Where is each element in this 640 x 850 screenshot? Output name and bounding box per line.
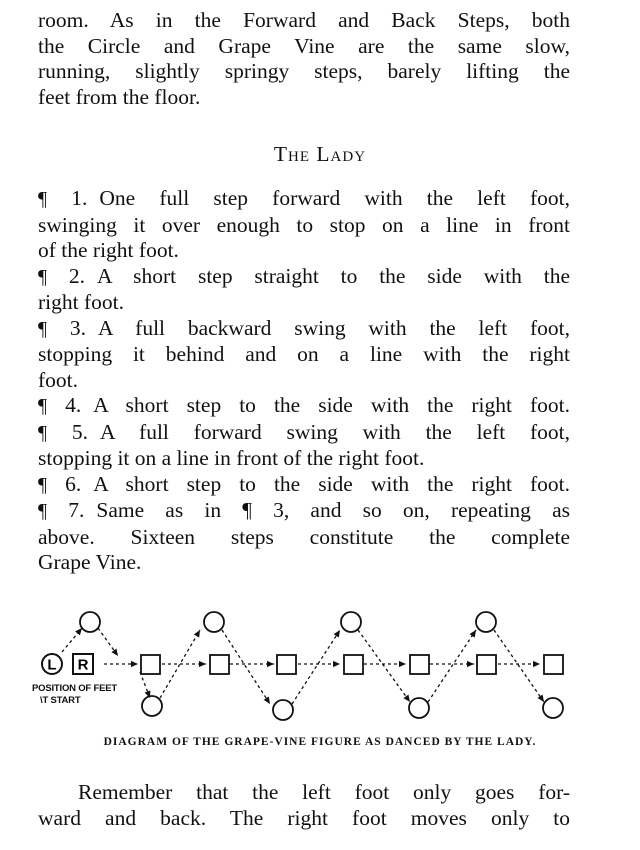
closing-line: ward and back. The right foot moves only… xyxy=(38,805,570,830)
step-text: Grape Vine. xyxy=(38,550,142,574)
step-number: 2. xyxy=(68,263,85,288)
left-marker-letter: L xyxy=(47,657,56,674)
grape-vine-diagram: L R xyxy=(41,611,564,721)
left-foot-start-marker xyxy=(41,653,63,675)
step-text: of the right foot. xyxy=(38,238,179,262)
left-foot-position-circle xyxy=(340,611,362,633)
step-text: A short step straight to the side with t… xyxy=(97,263,571,288)
path-segment xyxy=(493,629,545,703)
right-foot-squares xyxy=(140,654,564,675)
left-foot-circles xyxy=(79,611,564,721)
start-position-label-line1: POSITION OF FEET xyxy=(32,683,117,694)
right-foot-position-square xyxy=(409,654,430,675)
right-foot-position-square xyxy=(543,654,564,675)
intro-line: feet from the floor. xyxy=(38,84,201,109)
step-item: ¶ 2. A short step straight to the side wi… xyxy=(38,264,570,316)
step-number: 7. xyxy=(68,498,85,522)
path-segment xyxy=(291,629,341,705)
path-segment xyxy=(159,629,201,699)
closing-line: Remember that the left foot only goes fo… xyxy=(78,780,570,804)
left-foot-position-circle xyxy=(272,699,294,721)
step-text: right foot. xyxy=(38,290,124,314)
intro-line: running, slightly springy steps, barely … xyxy=(38,59,570,83)
left-foot-position-circle xyxy=(141,695,163,717)
step-item: ¶ 6. A short step to the side with the ri… xyxy=(38,472,570,499)
step-text: Same as in ¶ 3, and so on, repeating as xyxy=(96,498,571,522)
step-number: 5. xyxy=(71,419,88,444)
path-segment xyxy=(139,671,151,699)
step-text: A full forward swing with the left foot, xyxy=(99,419,571,444)
right-foot-position-square xyxy=(276,654,297,675)
intro-paragraph: room. As in the Forward and Back Steps, … xyxy=(38,8,570,110)
right-foot-position-square xyxy=(476,654,497,675)
path-segment xyxy=(357,629,411,703)
closing-paragraph: Remember that the left foot only goes fo… xyxy=(38,780,570,831)
pilcrow-mark: ¶ xyxy=(38,500,48,522)
dashed-path-lines xyxy=(61,627,545,705)
right-marker-letter: R xyxy=(78,657,89,674)
step-item: ¶ 1. One full step forward with the left … xyxy=(38,186,570,264)
step-text: One full step forward with the left foot… xyxy=(99,186,570,210)
left-foot-position-circle xyxy=(542,697,564,719)
step-item: ¶ 7. Same as in ¶ 3, and so on, repeating… xyxy=(38,498,570,576)
step-number: 1. xyxy=(71,186,88,210)
pilcrow-mark: ¶ xyxy=(38,317,48,340)
left-foot-position-circle xyxy=(408,697,430,719)
section-heading: The Lady xyxy=(273,142,367,166)
right-foot-position-square xyxy=(209,654,230,675)
step-text: above. Sixteen steps constitute the comp… xyxy=(38,524,570,549)
intro-line: room. As in the Forward and Back Steps, … xyxy=(38,8,570,32)
step-text: stopping it behind and on a line with th… xyxy=(38,342,570,366)
left-foot-position-circle xyxy=(203,611,225,633)
step-text: foot. xyxy=(38,367,79,392)
pilcrow-mark: ¶ xyxy=(38,265,48,288)
step-text: stopping it on a line in front of the ri… xyxy=(38,446,425,470)
pilcrow-mark: ¶ xyxy=(38,473,48,496)
step-text: A short step to the side with the right … xyxy=(93,471,571,496)
step-item: ¶ 5. A full forward swing with the left f… xyxy=(38,420,570,472)
step-text: A full backward swing with the left foot… xyxy=(98,315,571,340)
right-foot-position-square xyxy=(140,654,161,675)
path-segment xyxy=(221,629,271,705)
step-item: ¶ 3. A full backward swing with the left … xyxy=(38,316,570,394)
left-foot-position-circle xyxy=(79,611,101,633)
step-number: 6. xyxy=(65,471,82,496)
path-segment xyxy=(427,629,477,703)
start-position-label-line2: \T START xyxy=(40,695,81,706)
step-item: ¶ 4. A short step to the side with the ri… xyxy=(38,393,570,420)
diagram-caption: DIAGRAM OF THE GRAPE-VINE FIGURE AS DANC… xyxy=(103,736,537,748)
right-foot-position-square xyxy=(343,654,364,675)
intro-line: the Circle and Grape Vine are the same s… xyxy=(38,33,570,58)
step-number: 3. xyxy=(69,315,87,340)
pilcrow-mark: ¶ xyxy=(38,395,48,417)
pilcrow-mark: ¶ xyxy=(38,188,48,210)
steps-list: ¶ 1. One full step forward with the left … xyxy=(38,186,570,576)
left-foot-position-circle xyxy=(475,611,497,633)
path-segment xyxy=(97,627,119,657)
step-text: A short step to the side with the right … xyxy=(93,393,571,417)
pilcrow-mark: ¶ xyxy=(38,421,48,444)
path-segment xyxy=(61,627,83,653)
right-foot-start-marker xyxy=(72,653,94,675)
step-number: 4. xyxy=(65,393,82,417)
step-text: swinging it over enough to stop on a lin… xyxy=(38,212,570,237)
